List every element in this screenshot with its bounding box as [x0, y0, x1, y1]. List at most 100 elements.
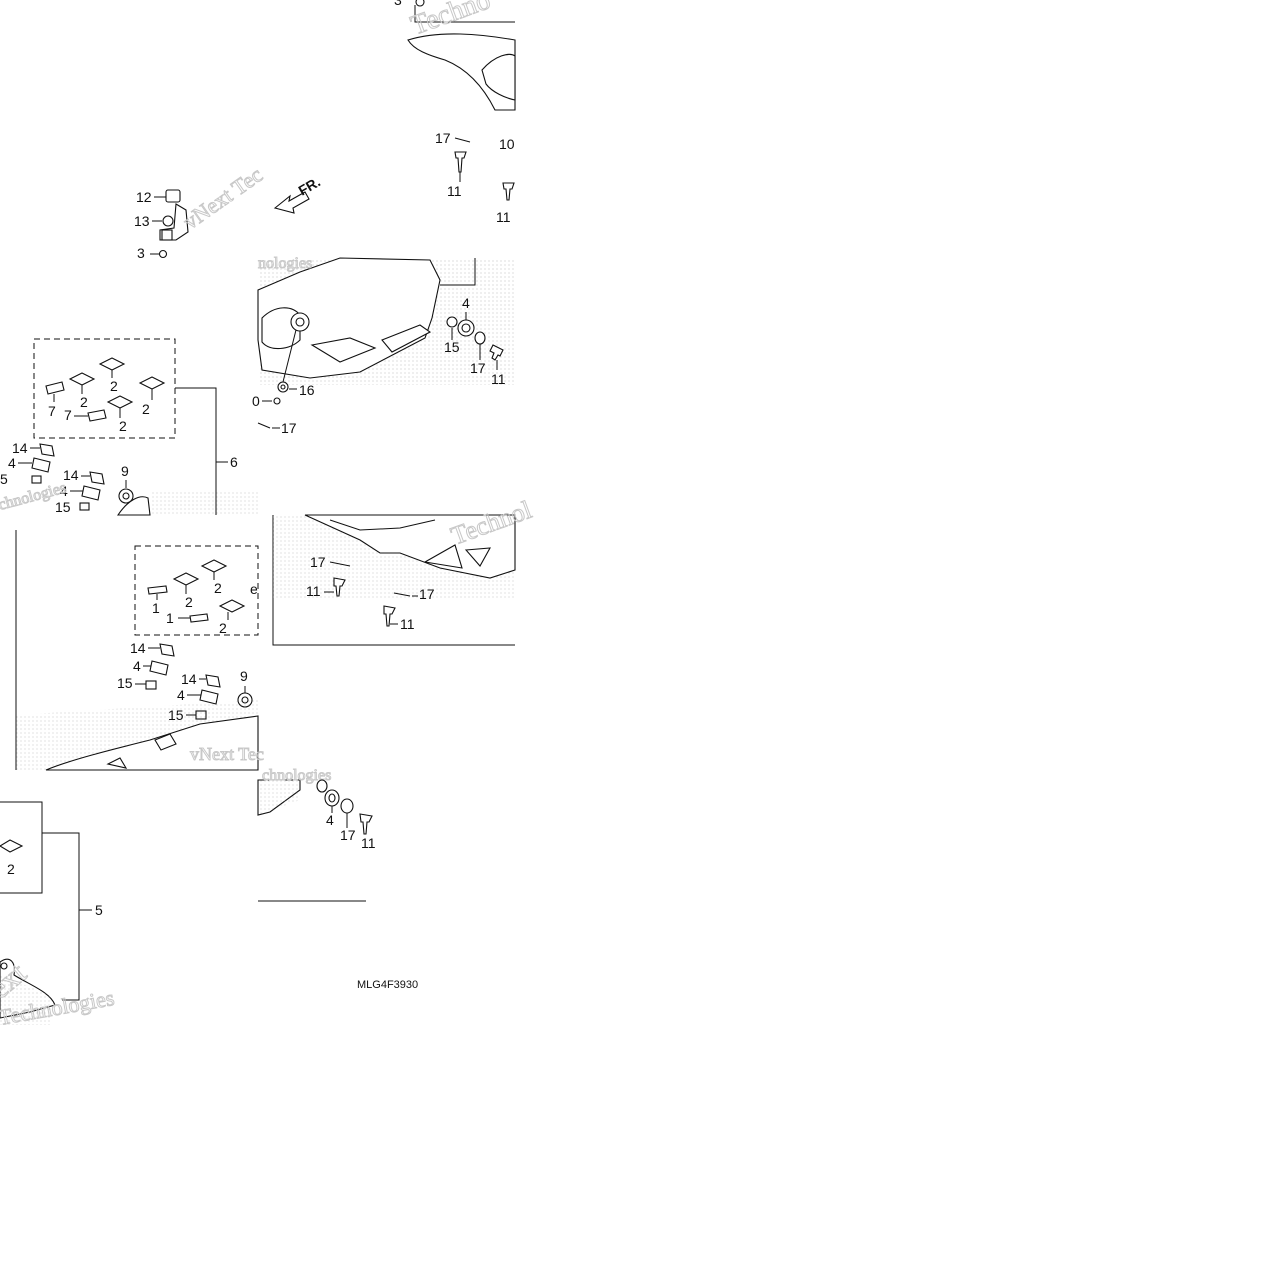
- callout-14-c: 14: [130, 640, 146, 656]
- cover-vent: [310, 337, 377, 363]
- cover-rib: [381, 324, 432, 353]
- lower-cover-tab-a: [154, 733, 177, 751]
- diagram-code: MLG4F3930: [357, 979, 418, 991]
- callout-11-a: 11: [447, 183, 462, 199]
- callout-11-f: 11: [361, 835, 376, 851]
- emblem-1-b: [189, 613, 209, 623]
- kit-box-lower: [134, 545, 259, 636]
- callout-16: 16: [299, 382, 315, 398]
- vent-triangle-b: [464, 547, 491, 567]
- callout-6: 6: [230, 454, 238, 470]
- callout-17-f: 17: [340, 827, 356, 843]
- grommet-13: [162, 215, 174, 227]
- kit-2-a: 2: [110, 378, 118, 394]
- collar-15-c: [79, 502, 90, 511]
- grommet-4-d: [149, 660, 169, 676]
- tile-bottom-right: chnologies 4 17 11 MLG4F3930: [257, 767, 418, 991]
- callout-11-d: 11: [306, 583, 321, 599]
- bracket-assembly: 12 13 3 vNext Tec: [134, 161, 268, 261]
- watermark: chnologies: [262, 767, 331, 784]
- callout-15-d: 15: [117, 675, 133, 691]
- callout-17-c: 17: [281, 420, 297, 436]
- callout-14-a: 14: [12, 440, 28, 456]
- kit-2-j: 2: [7, 861, 15, 877]
- emblem-2-a: [98, 357, 126, 371]
- callout-17-a: 17: [435, 130, 451, 146]
- emblem-7-a: [45, 381, 65, 395]
- bolt-b: [502, 182, 515, 201]
- vent-triangle-a: [423, 544, 463, 569]
- callout-3-top: 3: [394, 0, 402, 8]
- under-cover-main: [304, 514, 516, 579]
- callout-4-f: 4: [326, 812, 334, 828]
- kit-7-b: 7: [64, 407, 72, 423]
- cover-edge-left: [116, 496, 151, 516]
- callout-5: 5: [95, 902, 103, 918]
- callout-9-a: 9: [121, 463, 129, 479]
- emblem-2-g: [172, 572, 200, 586]
- grommet-4-b: [31, 457, 51, 473]
- watermark: vNext Tec: [179, 162, 268, 234]
- kit-2-i: 2: [219, 620, 227, 636]
- nut-small: [273, 397, 281, 405]
- emblem-2-b: [68, 372, 96, 386]
- cover-panel-top: [407, 33, 516, 111]
- tile-middle-right: nologies 15 4 17 11 16 0 17: [252, 255, 506, 437]
- callout-15-c: 15: [55, 499, 71, 515]
- kit-2-c: 2: [142, 401, 150, 417]
- tile-lower-right: Technol 17 11 17 11: [272, 494, 536, 646]
- callout-4-c: 4: [60, 483, 68, 499]
- callout-11-b: 11: [496, 209, 511, 225]
- kit-1-b: 1: [166, 610, 174, 626]
- clip-12: [165, 189, 181, 203]
- callout-11-c: 11: [491, 371, 506, 387]
- callout-4-d: 4: [133, 658, 141, 674]
- emblem-2-d: [106, 395, 134, 409]
- collar-15: [446, 316, 458, 328]
- kit-1-a: 1: [152, 600, 160, 616]
- kit-2-g: 2: [185, 594, 193, 610]
- collar-15-d: [145, 680, 157, 690]
- clip-14-b: [89, 471, 105, 485]
- callout-14-d: 14: [181, 671, 197, 687]
- kit-2-f: 2: [214, 580, 222, 596]
- emblem-2-c: [138, 376, 166, 390]
- callout-14-b: 14: [63, 467, 79, 483]
- washer-3: [158, 249, 168, 259]
- kit-e: e: [250, 581, 258, 597]
- emblem-2-f: [200, 559, 228, 573]
- tile-bottom-left: 5 2 12 ext Technologies: [0, 801, 117, 1030]
- callout-0: 0: [252, 393, 260, 409]
- washer-17-f: [340, 798, 354, 814]
- grommet-4-e: [199, 689, 219, 705]
- bolt-e: [383, 605, 396, 627]
- bolt-c: [489, 344, 504, 361]
- cover-edge-top: [481, 53, 516, 101]
- clip-14-d: [205, 674, 221, 688]
- callout-15-b: 5: [0, 471, 8, 487]
- watermark: vNext Tec: [190, 744, 264, 764]
- callout-13: 13: [134, 213, 150, 229]
- callout-4-e: 4: [177, 687, 185, 703]
- lower-cover-edge: [45, 715, 259, 771]
- lower-cover-tab-b: [106, 757, 128, 769]
- grommet-4-c: [81, 485, 101, 501]
- callout-12: 12: [136, 189, 152, 205]
- callout-17-e: 17: [419, 586, 435, 602]
- washer-top: [415, 0, 425, 7]
- callout-3-b: 3: [137, 245, 145, 261]
- clip-14-a: [39, 443, 55, 457]
- callout-15-a: 15: [444, 339, 460, 355]
- bolt-f: [359, 813, 373, 835]
- kit-7-a: 7: [48, 403, 56, 419]
- callout-9-b: 9: [240, 668, 248, 684]
- clip-14-c: [159, 643, 175, 657]
- bolt-a: [454, 151, 467, 173]
- collar-bottom: [316, 779, 328, 793]
- tile-lower-left: e 2 2 1 2 1 2 14 4 15 14 4 15 9: [15, 530, 264, 771]
- callout-4-a: 4: [462, 295, 470, 311]
- stay-slot: [161, 229, 173, 241]
- tile-middle-left: 6 2 2 7 2 7 2 14 4 5 14 4 15 9: [0, 338, 258, 516]
- bolt-d: [333, 577, 346, 597]
